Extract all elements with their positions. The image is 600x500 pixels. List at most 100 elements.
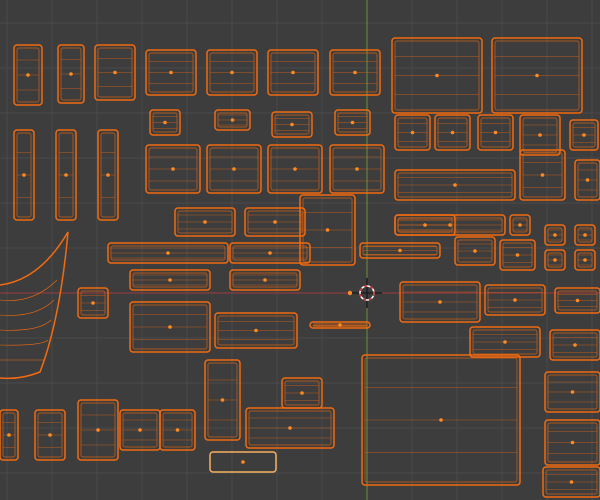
mesh-object[interactable] [129, 269, 211, 291]
mesh-object[interactable] [544, 224, 566, 246]
mesh-object[interactable] [0, 409, 19, 461]
object-origin-dot [540, 173, 545, 177]
object-origin-dot [300, 391, 304, 395]
mesh-object[interactable] [394, 169, 516, 201]
mesh-object[interactable] [484, 284, 546, 316]
mesh-object[interactable] [97, 129, 119, 221]
mesh-object[interactable] [13, 44, 43, 106]
mesh-object[interactable] [267, 144, 323, 194]
mesh-object[interactable] [107, 242, 229, 264]
mesh-object[interactable] [299, 194, 356, 266]
object-origin-dot [69, 72, 73, 76]
mesh-object[interactable] [77, 287, 109, 319]
object-origin-dot [91, 301, 95, 305]
mesh-object[interactable] [542, 466, 600, 498]
mesh-object[interactable] [309, 321, 371, 329]
mesh-object[interactable] [574, 159, 600, 201]
mesh-object[interactable] [329, 49, 381, 96]
hull-mesh-object[interactable] [0, 231, 69, 380]
mesh-object[interactable] [129, 301, 211, 353]
mesh-object[interactable] [267, 49, 319, 96]
mesh-object[interactable] [477, 114, 514, 151]
3d-cursor-icon[interactable] [359, 285, 375, 301]
mesh-object[interactable] [434, 114, 471, 151]
mesh-object[interactable] [544, 371, 600, 413]
object-origin-dot [503, 340, 507, 344]
object-origin-dot [583, 233, 587, 237]
mesh-object[interactable] [574, 224, 596, 246]
object-origin-dot [163, 120, 167, 125]
mesh-object[interactable] [13, 129, 35, 221]
mesh-object[interactable] [244, 207, 306, 237]
mesh-object[interactable] [574, 249, 596, 271]
mesh-object[interactable] [145, 49, 197, 96]
mesh-object[interactable] [214, 312, 298, 349]
mesh-object[interactable] [57, 44, 85, 104]
mesh-object[interactable] [394, 214, 456, 236]
object-origin-dot [138, 428, 142, 432]
object-origin-dot [241, 460, 245, 464]
object-origin-dot [203, 220, 207, 224]
mesh-object[interactable] [391, 37, 483, 114]
mesh-edge [0, 299, 55, 316]
object-origin-dot [513, 298, 517, 302]
mesh-object[interactable] [549, 329, 600, 361]
object-origin-dot [582, 133, 586, 137]
mesh-object[interactable] [361, 354, 521, 486]
mesh-object[interactable] [77, 399, 119, 461]
object-origin-dot [353, 70, 357, 75]
object-origin-dot [106, 173, 110, 177]
object-origin-dot [230, 70, 234, 75]
object-origin-dot [569, 480, 574, 484]
mesh-object[interactable] [204, 359, 241, 441]
object-origin-dot [493, 130, 498, 135]
object-origin-dot [338, 323, 342, 327]
object-origin-dot [398, 248, 402, 253]
object-origin-dot [293, 167, 297, 171]
active-mesh-object[interactable] [209, 451, 277, 473]
mesh-object[interactable] [491, 37, 583, 114]
mesh-object[interactable] [509, 214, 531, 236]
mesh-object[interactable] [94, 44, 136, 101]
mesh-object[interactable] [329, 144, 385, 194]
mesh-object[interactable] [214, 109, 251, 131]
mesh-object[interactable] [245, 407, 335, 449]
mesh-edge [0, 279, 58, 301]
mesh-object[interactable] [174, 207, 236, 237]
mesh-object[interactable] [55, 129, 77, 221]
mesh-object[interactable] [544, 249, 566, 271]
object-origin-dot [290, 122, 294, 127]
mesh-object[interactable] [149, 109, 181, 136]
mesh-object[interactable] [334, 109, 371, 136]
mesh-object[interactable] [499, 239, 536, 271]
mesh-object[interactable] [271, 111, 313, 138]
mesh-object[interactable] [454, 236, 496, 266]
mesh-object[interactable] [159, 409, 196, 451]
object-origin-dot [268, 251, 272, 255]
mesh-object[interactable] [145, 144, 201, 194]
mesh-object[interactable] [554, 287, 600, 314]
mesh-object[interactable] [359, 242, 441, 259]
object-origin-dot [573, 343, 577, 347]
mesh-object[interactable] [519, 114, 561, 156]
mesh-object[interactable] [394, 114, 431, 151]
mesh-object[interactable] [206, 144, 262, 194]
object-origin-dot [473, 249, 477, 253]
mesh-object[interactable] [229, 269, 301, 291]
object-origin-dot [423, 223, 427, 227]
mesh-object[interactable] [519, 149, 566, 201]
mesh-object[interactable] [229, 242, 311, 264]
mesh-object[interactable] [569, 119, 599, 151]
mesh-object[interactable] [544, 419, 600, 466]
object-origin-dot [355, 167, 359, 171]
object-origin-dot [168, 278, 172, 282]
mesh-object[interactable] [399, 281, 481, 323]
mesh-object[interactable] [206, 49, 258, 96]
mesh-object[interactable] [34, 409, 66, 461]
mesh-object[interactable] [469, 326, 541, 358]
object-origin-dot [325, 228, 330, 232]
object-origin-dot [453, 183, 457, 187]
object-origin-dot [96, 428, 100, 432]
